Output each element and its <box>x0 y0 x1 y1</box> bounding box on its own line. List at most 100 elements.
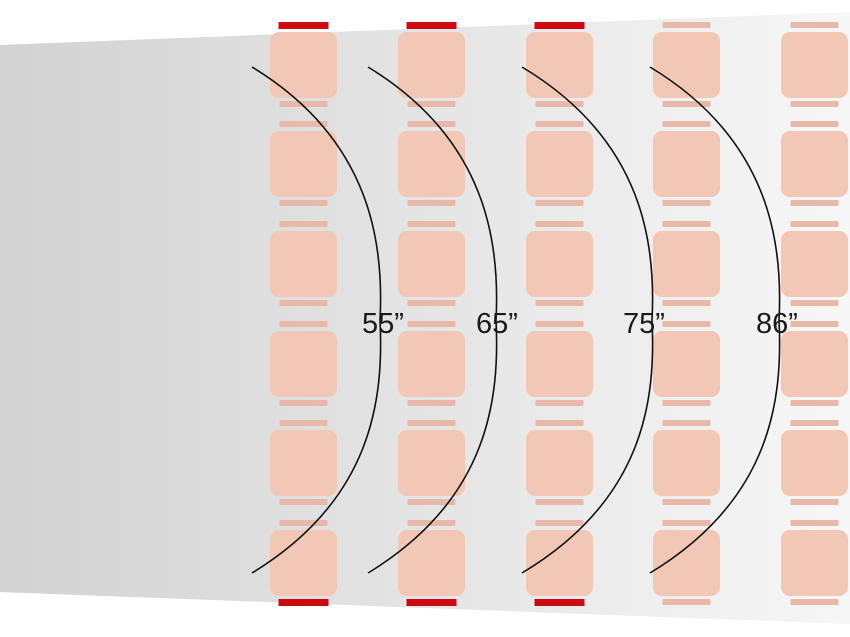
seat-back <box>662 420 711 426</box>
seat-back <box>279 420 328 426</box>
seat-back <box>790 221 839 227</box>
seat-front <box>535 400 584 406</box>
seat-front <box>662 599 711 605</box>
seat-front <box>407 400 456 406</box>
seat <box>270 530 337 596</box>
seat-front <box>407 499 456 505</box>
tv-size-label: 86” <box>756 308 798 340</box>
seat-front <box>662 300 711 306</box>
seat-front <box>790 400 839 406</box>
seat <box>398 131 465 197</box>
seat <box>781 331 848 397</box>
seat-back <box>790 420 839 426</box>
seat <box>653 231 720 297</box>
seat <box>526 331 593 397</box>
seat-back <box>790 121 839 127</box>
seat-front <box>407 300 456 306</box>
seat-front <box>790 300 839 306</box>
seating-grid <box>270 22 848 606</box>
seat-back <box>407 420 456 426</box>
seat <box>653 331 720 397</box>
seat <box>526 131 593 197</box>
seat <box>781 430 848 496</box>
seat-front <box>535 101 584 107</box>
seat <box>398 430 465 496</box>
seat <box>398 32 465 98</box>
red-marker-bottom <box>406 599 457 606</box>
seat-front <box>279 101 328 107</box>
viewing-distance-arc <box>649 66 781 574</box>
seat <box>270 331 337 397</box>
seat-back <box>279 321 328 327</box>
seat <box>398 331 465 397</box>
seat <box>781 530 848 596</box>
seat-front <box>662 101 711 107</box>
viewing-beam <box>0 12 850 624</box>
seat-back <box>407 321 456 327</box>
seat-column <box>781 22 848 605</box>
seat <box>653 32 720 98</box>
seat <box>781 131 848 197</box>
seat-front <box>535 300 584 306</box>
red-marker-bottom <box>534 599 585 606</box>
red-marker-top <box>278 22 329 29</box>
tv-size-label: 65” <box>476 308 518 340</box>
seat-front <box>790 599 839 605</box>
seat <box>270 231 337 297</box>
seat-column <box>270 22 337 606</box>
seat-back <box>662 321 711 327</box>
seat-front <box>790 499 839 505</box>
seat <box>653 131 720 197</box>
seat <box>653 530 720 596</box>
red-marker-bottom <box>278 599 329 606</box>
seat-back <box>279 221 328 227</box>
seat <box>270 430 337 496</box>
viewing-distance-arc <box>251 66 382 574</box>
seat <box>526 430 593 496</box>
seat-front <box>279 499 328 505</box>
viewing-distance-arc <box>521 66 654 574</box>
seat-back <box>662 121 711 127</box>
tv-size-label: 75” <box>623 308 665 340</box>
viewing-distance-arcs <box>251 66 781 574</box>
seat-front <box>662 499 711 505</box>
seat-back <box>279 121 328 127</box>
seat-back <box>535 321 584 327</box>
seat-back <box>535 121 584 127</box>
seat-back <box>662 221 711 227</box>
seat-column <box>653 22 720 605</box>
seat-back <box>535 221 584 227</box>
viewing-distance-arc <box>367 66 498 574</box>
seat-back <box>535 420 584 426</box>
seat <box>398 231 465 297</box>
seat-front <box>790 101 839 107</box>
seat <box>526 32 593 98</box>
seat-back <box>790 321 839 327</box>
seat-column <box>526 22 593 606</box>
seat <box>526 530 593 596</box>
red-marker-top <box>406 22 457 29</box>
seat-back <box>790 520 839 526</box>
seat-column <box>398 22 465 606</box>
seat-front <box>279 400 328 406</box>
seat <box>653 430 720 496</box>
seat-back <box>407 221 456 227</box>
tv-size-label: 55” <box>362 308 404 340</box>
seat-back <box>279 520 328 526</box>
seat <box>781 231 848 297</box>
red-marker-top <box>534 22 585 29</box>
seat-front <box>407 200 456 206</box>
seat-back <box>662 22 711 28</box>
seat <box>526 231 593 297</box>
seat-front <box>535 499 584 505</box>
seat-front <box>279 200 328 206</box>
seat <box>270 131 337 197</box>
seat-front <box>790 200 839 206</box>
seat-front <box>662 200 711 206</box>
seat-front <box>279 300 328 306</box>
seat-front <box>662 400 711 406</box>
seat-front <box>535 200 584 206</box>
seat-back <box>662 520 711 526</box>
seat-back <box>535 520 584 526</box>
